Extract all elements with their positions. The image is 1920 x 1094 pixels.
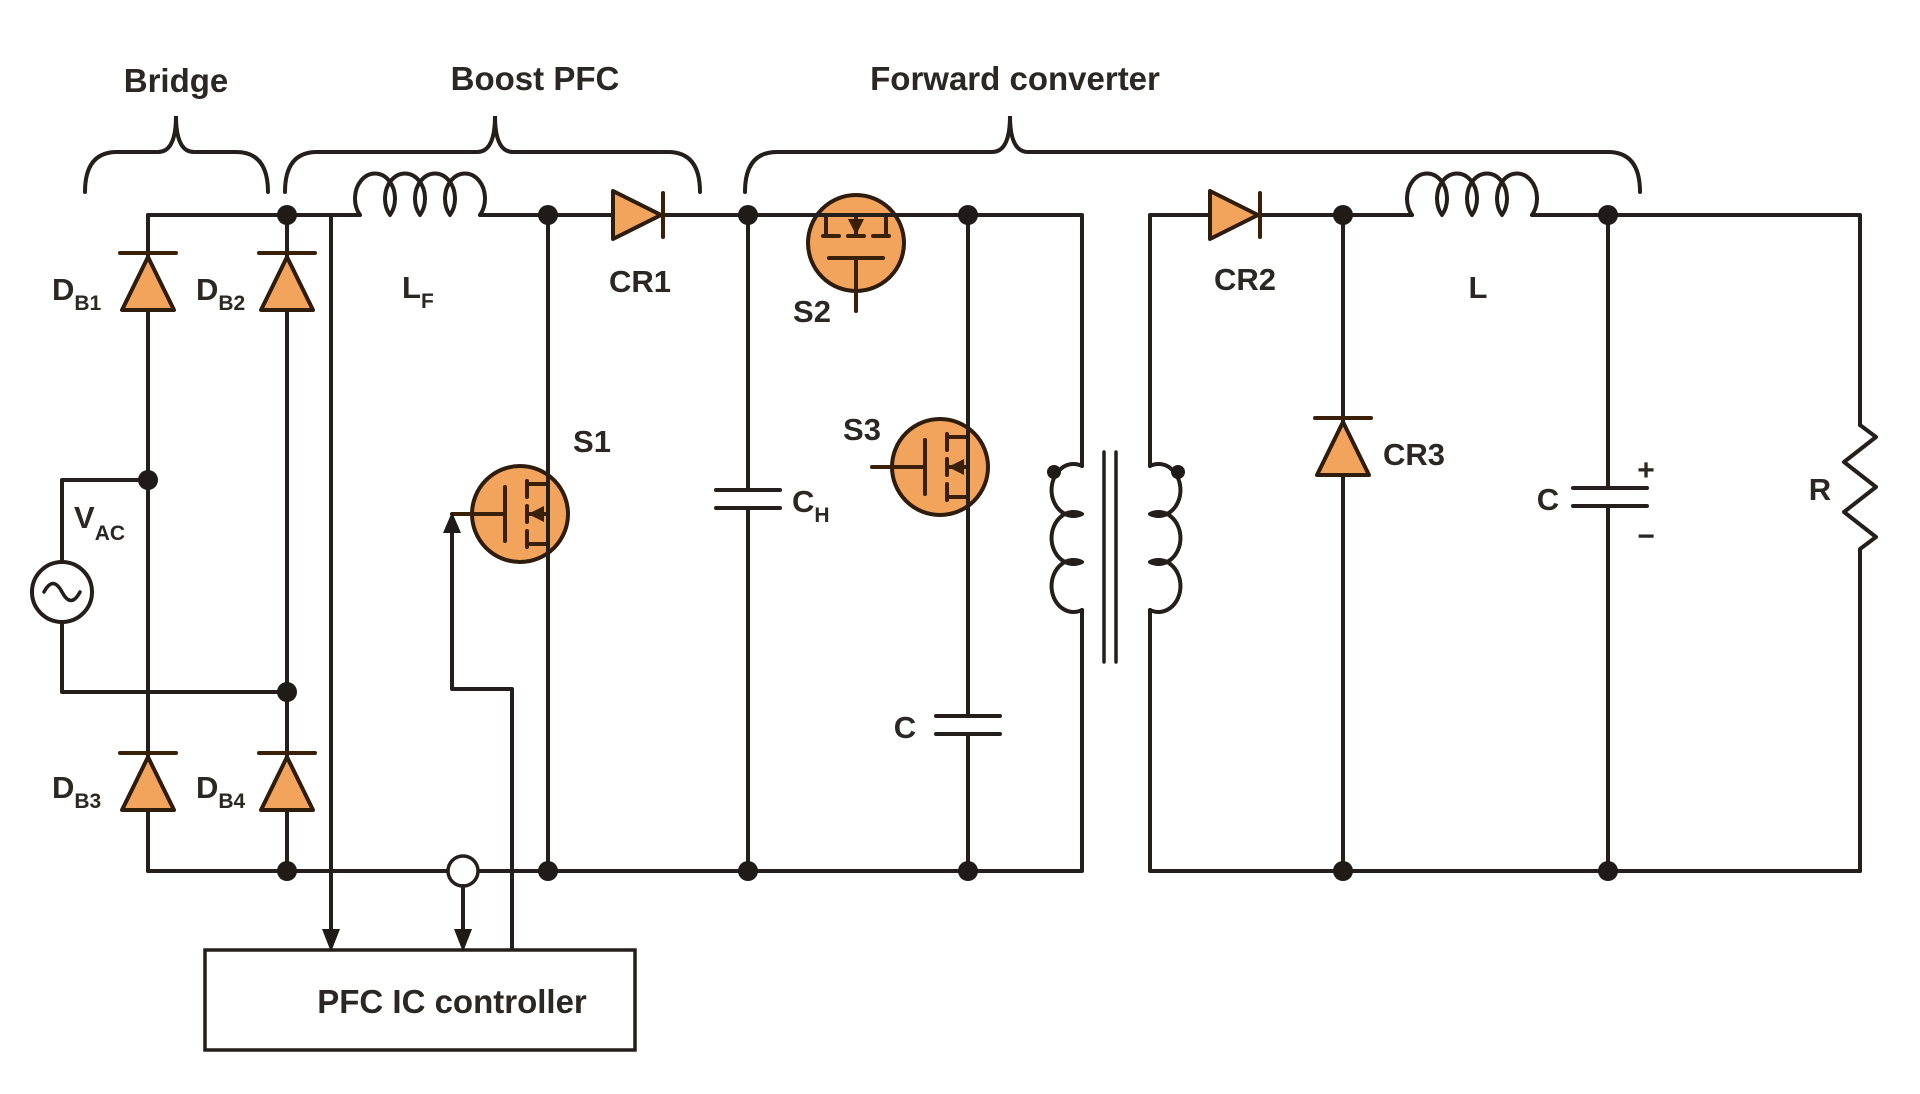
- label-vac: VAC: [74, 500, 125, 545]
- label-s1: S1: [573, 424, 611, 459]
- label-c-out: C: [1537, 482, 1559, 517]
- diode-cr3: [1313, 416, 1373, 477]
- label-ch: CH: [792, 484, 830, 527]
- diode-cr2: [1208, 189, 1262, 241]
- wires: [60, 171, 1878, 952]
- capacitor-c-out-icon: [1571, 486, 1649, 508]
- label-db1: DB1: [52, 272, 102, 315]
- junction-dots: [138, 205, 1618, 881]
- label-cr1: CR1: [609, 264, 671, 299]
- capacitor-c-primary-icon: [934, 714, 1002, 736]
- diode-cr1: [611, 189, 665, 241]
- arrows: [322, 512, 472, 952]
- section-label-bridge: Bridge: [124, 62, 229, 99]
- inductor-lf-icon: [353, 171, 487, 217]
- mosfet-s1: [450, 464, 570, 564]
- brace-boost-pfc: [283, 115, 702, 194]
- resistor-r-icon: [1842, 423, 1878, 873]
- transformer-secondary-winding: [1148, 462, 1183, 614]
- gate-drive-line: [450, 526, 514, 952]
- section-label-boost-pfc: Boost PFC: [451, 60, 620, 97]
- transformer-primary-winding: [1049, 462, 1084, 614]
- diode-db3: [118, 751, 178, 812]
- label-db2: DB2: [196, 272, 245, 315]
- section-label-forward-converter: Forward converter: [870, 60, 1160, 97]
- label-r-load: R: [1809, 472, 1831, 507]
- label-db4: DB4: [196, 770, 246, 813]
- pfc-controller-box: [203, 948, 637, 1052]
- diode-db2: [257, 251, 317, 312]
- gate-drive-arrow-icon: [443, 512, 461, 533]
- label-db3: DB3: [52, 770, 101, 813]
- sense-arrow-icon: [322, 929, 340, 952]
- diode-db4: [257, 751, 317, 812]
- label-c-out-minus: −: [1637, 520, 1655, 553]
- label-c-out-plus: +: [1637, 454, 1655, 487]
- capacitor-ch-icon: [714, 488, 782, 510]
- mosfet-s3: [870, 417, 990, 517]
- brace-forward-converter: [743, 115, 1642, 194]
- current-sense-arrow-icon: [454, 929, 472, 952]
- current-sense-circle: [446, 854, 480, 940]
- label-s2: S2: [793, 294, 831, 329]
- transformer-polarity-dot: [1047, 465, 1061, 479]
- label-cr3: CR3: [1383, 437, 1445, 472]
- label-l-out: L: [1469, 270, 1488, 305]
- brace-bridge: [83, 115, 270, 194]
- label-cr2: CR2: [1214, 262, 1276, 297]
- label-lf: LF: [402, 270, 434, 313]
- mosfet-s2: [806, 193, 906, 313]
- ac-source-symbol: [30, 560, 94, 624]
- diode-db1: [118, 251, 178, 312]
- label-c-primary: C: [894, 710, 916, 745]
- pfc-controller-label: PFC IC controller: [317, 983, 587, 1020]
- label-s3: S3: [843, 412, 881, 447]
- transformer-polarity-dot: [1171, 465, 1185, 479]
- inductor-l-icon: [1405, 171, 1539, 217]
- transformer-core: [1102, 450, 1118, 664]
- section-braces: [83, 115, 1642, 194]
